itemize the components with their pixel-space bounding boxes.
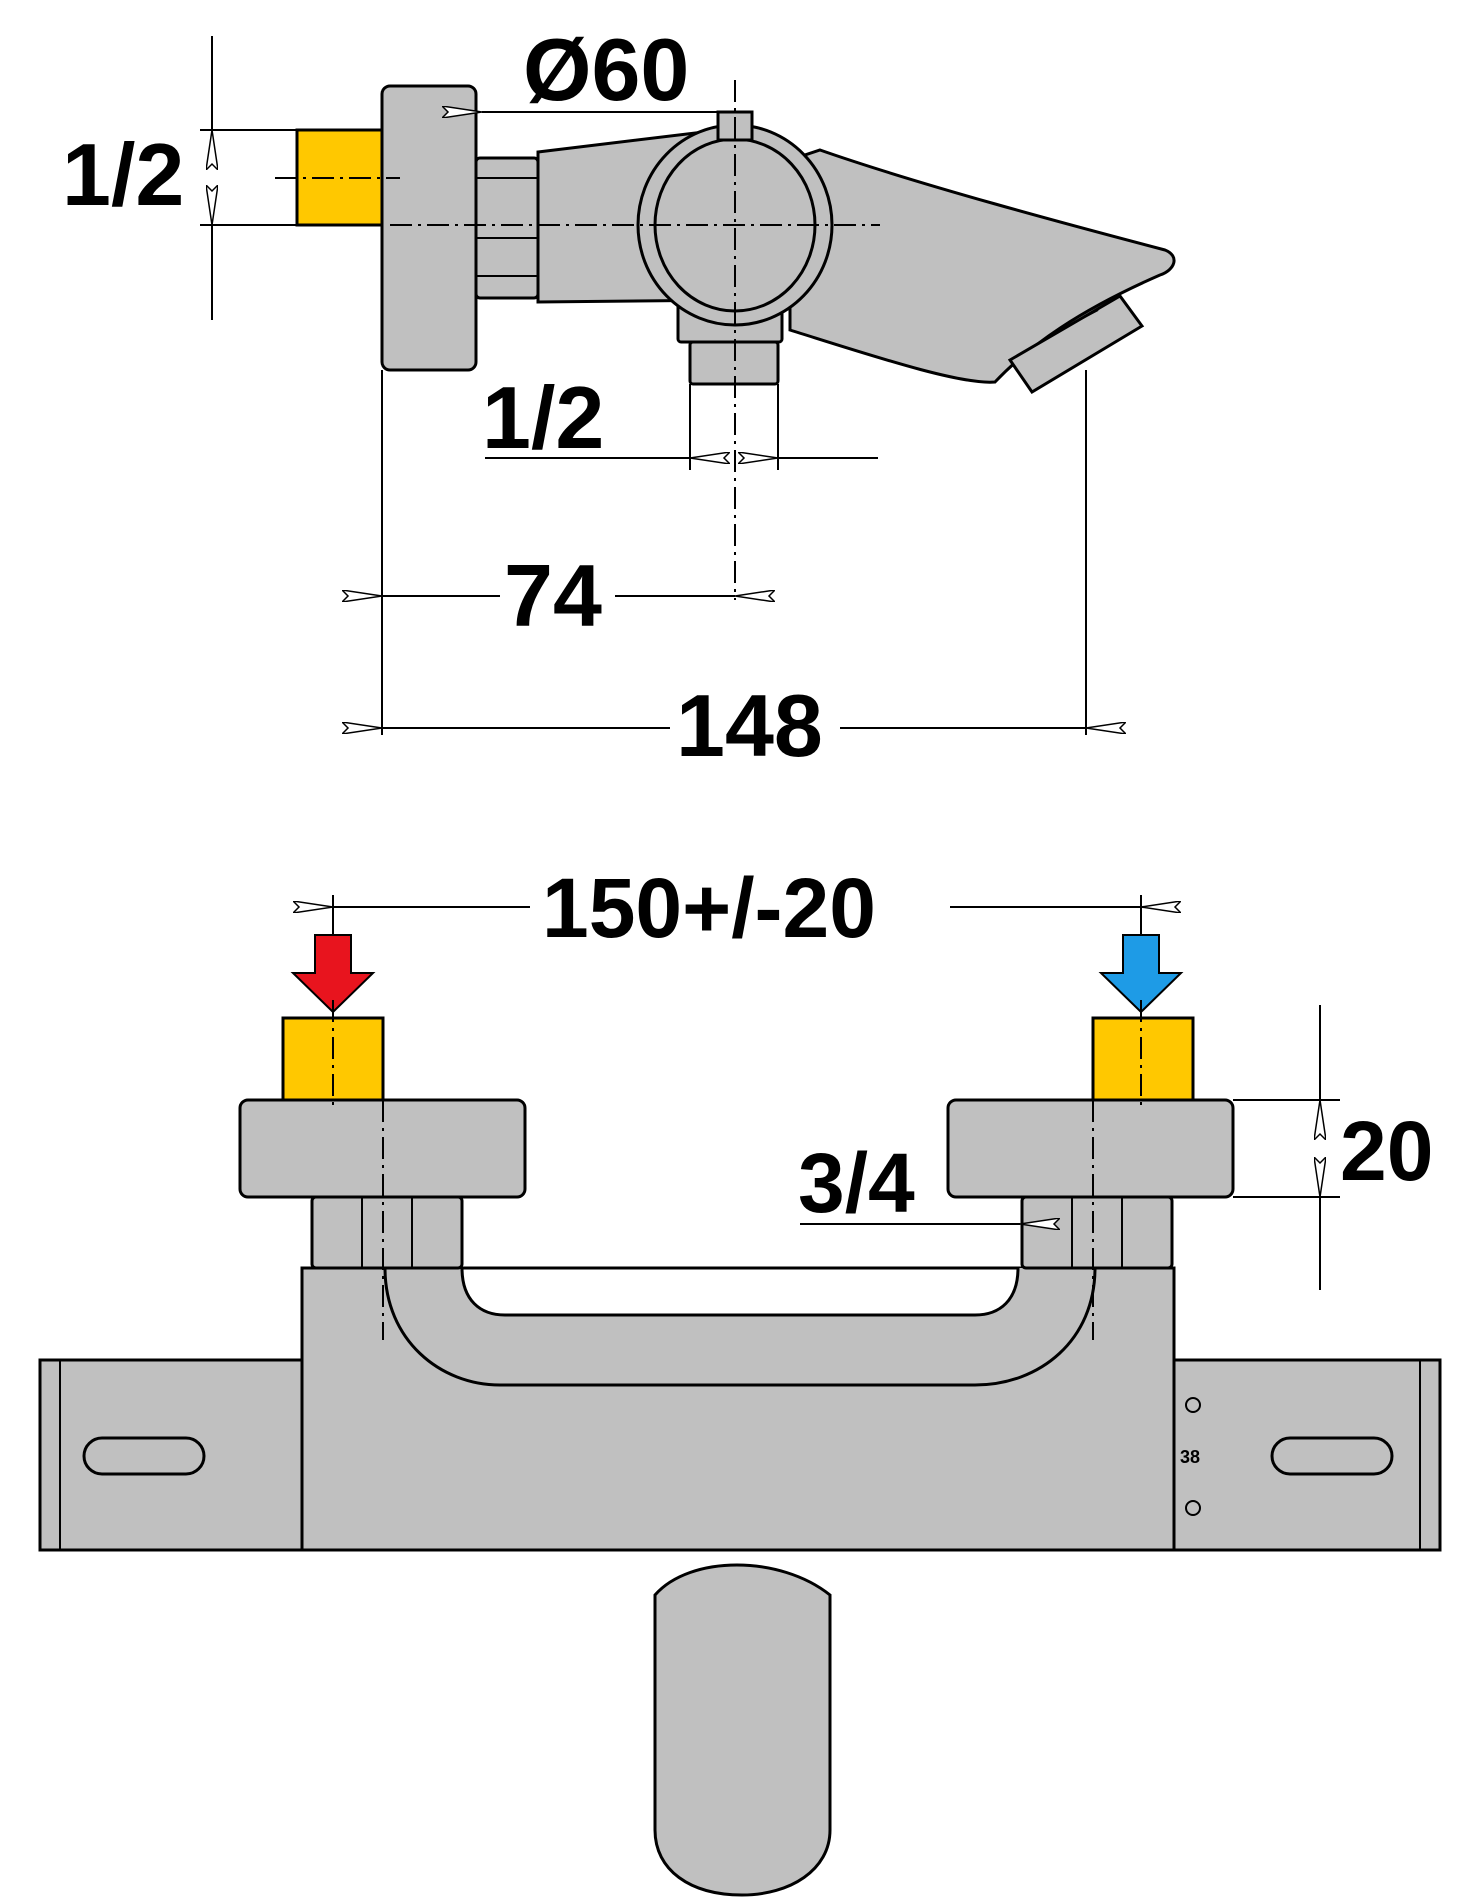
marker-dot-bottom bbox=[1185, 1500, 1201, 1516]
front-view: 38 150+/-20 3/4 20 bbox=[38, 861, 1442, 1897]
spout bbox=[788, 148, 1176, 384]
body-marking: 38 bbox=[1180, 1447, 1200, 1467]
wall-flange bbox=[380, 84, 478, 372]
dim-eccentric-height: 20 bbox=[1340, 1104, 1433, 1198]
dim-total-depth: 148 bbox=[676, 676, 823, 775]
mounting-slot-left bbox=[82, 1436, 206, 1476]
dim-inlet-thread: 1/2 bbox=[62, 125, 184, 224]
dim-outlet-thread: 1/2 bbox=[482, 368, 604, 467]
right-nut bbox=[1020, 1195, 1174, 1270]
hot-water-arrow bbox=[290, 934, 376, 1014]
dim-center-distance: 74 bbox=[504, 546, 602, 645]
mounting-slot-right bbox=[1270, 1436, 1394, 1476]
marker-dot-top bbox=[1185, 1397, 1201, 1413]
side-view: 1/2 Ø60 1/2 74 148 bbox=[62, 20, 1176, 775]
right-rosette bbox=[946, 1098, 1235, 1199]
left-nut bbox=[310, 1195, 464, 1270]
dim-connection-thread: 3/4 bbox=[798, 1136, 915, 1230]
dim-diameter: Ø60 bbox=[523, 20, 689, 119]
right-inlet-thread bbox=[1091, 1016, 1195, 1102]
temperature-lever[interactable] bbox=[653, 1563, 832, 1897]
cold-water-arrow bbox=[1098, 934, 1184, 1014]
dim-inlet-spacing: 150+/-20 bbox=[542, 861, 876, 955]
